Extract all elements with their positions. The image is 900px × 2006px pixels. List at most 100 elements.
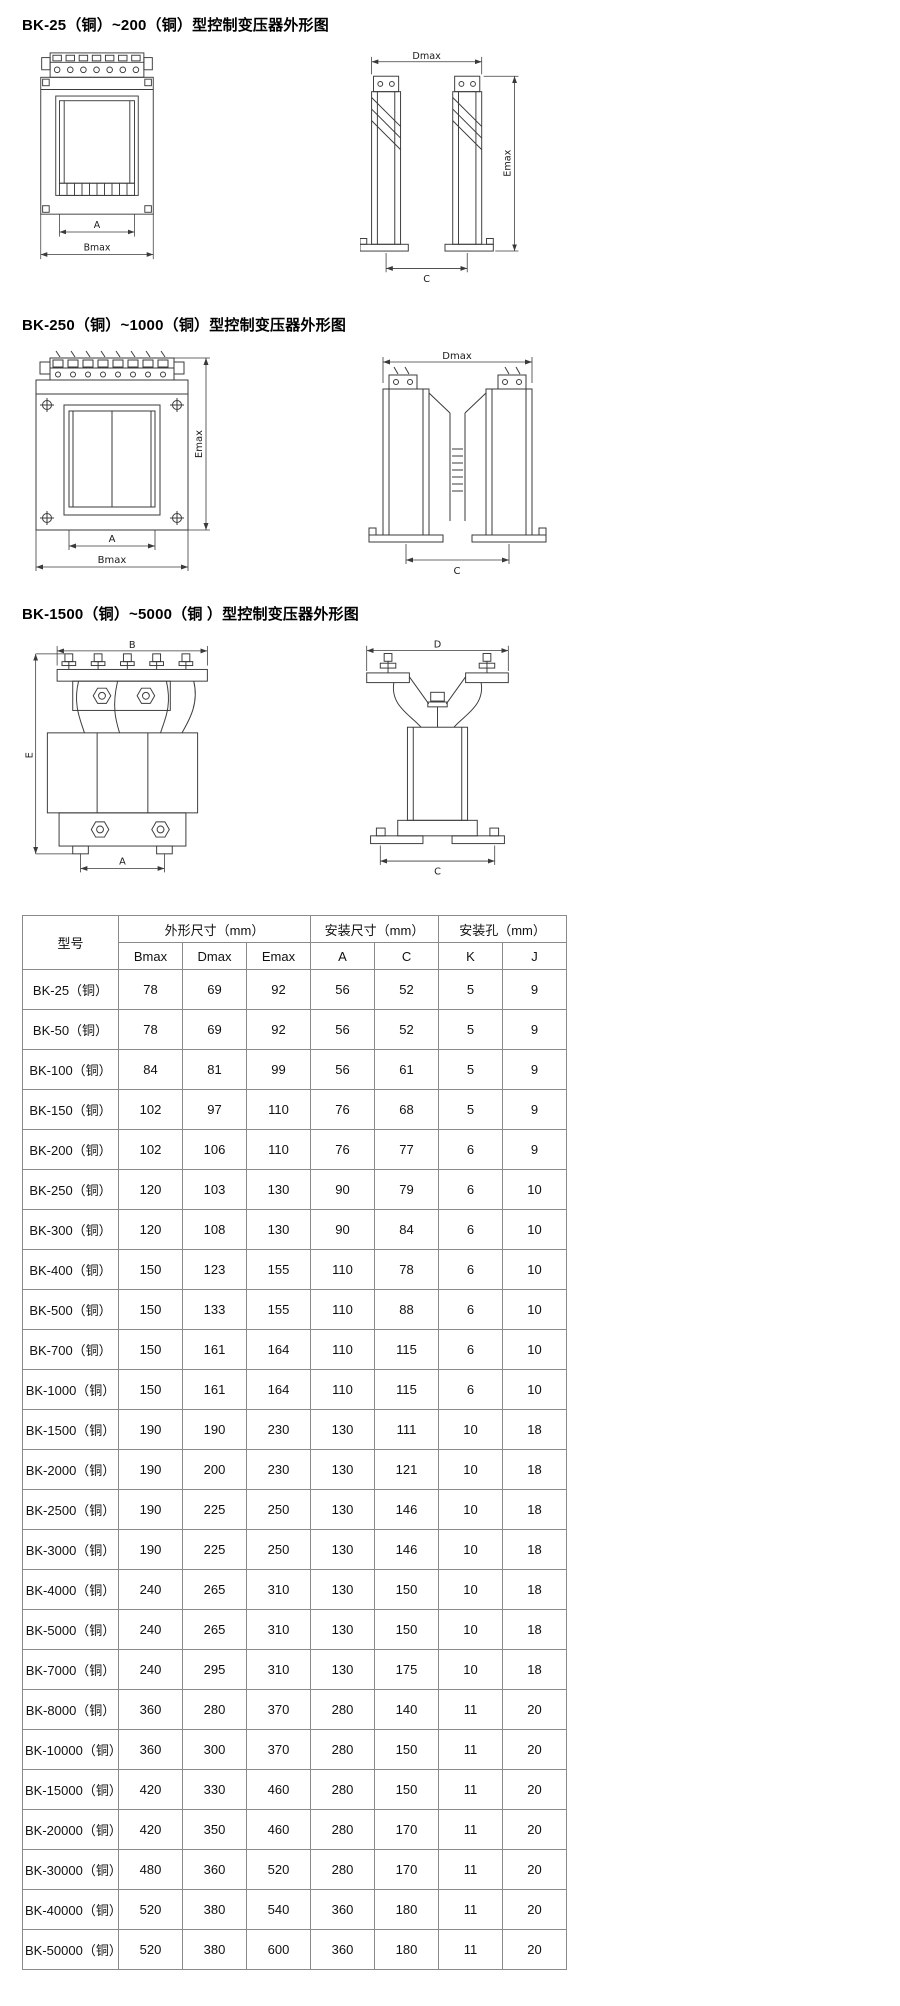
coil-body	[406, 726, 469, 821]
value-cell: 240	[118, 1569, 183, 1610]
terminal-bolts	[61, 653, 194, 670]
column-header-j: J	[502, 942, 568, 970]
model-cell: BK-700（铜）	[22, 1329, 119, 1370]
value-cell: 520	[246, 1849, 311, 1890]
value-cell: 10	[438, 1569, 504, 1610]
terminal-blocks	[373, 75, 481, 93]
value-cell: 9	[502, 1009, 568, 1050]
model-cell: BK-2500（铜）	[22, 1489, 119, 1530]
value-cell: 200	[182, 1449, 247, 1490]
value-cell: 360	[310, 1929, 375, 1970]
dim-label-e: E	[25, 752, 36, 758]
value-cell: 11	[438, 1809, 504, 1850]
value-cell: 6	[438, 1329, 504, 1370]
model-cell: BK-10000（铜）	[22, 1729, 122, 1770]
model-cell: BK-5000（铜）	[22, 1609, 119, 1650]
value-cell: 350	[182, 1809, 247, 1850]
value-cell: 6	[438, 1289, 504, 1330]
value-cell: 380	[182, 1889, 247, 1930]
value-cell: 360	[118, 1689, 183, 1730]
value-cell: 76	[310, 1129, 375, 1170]
value-cell: 121	[373, 1449, 440, 1490]
value-cell: 150	[118, 1249, 183, 1290]
value-cell: 146	[373, 1529, 440, 1570]
value-cell: 190	[118, 1409, 183, 1450]
value-cell: 175	[373, 1649, 440, 1690]
value-cell: 170	[373, 1849, 440, 1890]
value-cell: 11	[438, 1729, 504, 1770]
value-cell: 69	[182, 969, 247, 1010]
dimension-b: B	[56, 640, 208, 666]
model-cell: BK-4000（铜）	[22, 1569, 119, 1610]
model-cell: BK-8000（铜）	[22, 1689, 119, 1730]
value-cell: 240	[118, 1649, 183, 1690]
front-view-drawing-bk1500-5000: B	[25, 640, 208, 873]
value-cell: 190	[118, 1449, 183, 1490]
model-cell: BK-7000（铜）	[22, 1649, 119, 1690]
value-cell: 225	[182, 1529, 247, 1570]
lead-wires	[75, 681, 196, 734]
dimension-c: C	[385, 252, 468, 285]
value-cell: 90	[310, 1209, 375, 1250]
value-cell: 9	[502, 1089, 568, 1130]
value-cell: 11	[438, 1689, 504, 1730]
value-cell: 110	[246, 1089, 311, 1130]
terminal-wires	[55, 350, 166, 358]
value-cell: 115	[373, 1329, 440, 1370]
value-cell: 360	[310, 1889, 375, 1930]
value-cell: 155	[246, 1249, 311, 1290]
value-cell: 10	[502, 1249, 568, 1290]
dimension-a: A	[68, 530, 156, 550]
section-title-bk250-1000: BK-250（铜）~1000（铜）型控制变压器外形图	[22, 317, 347, 334]
dimension-dmax: Dmax	[371, 51, 483, 75]
core-limb	[428, 392, 487, 521]
value-cell: 280	[310, 1689, 375, 1730]
drawings-bk250-1000: A Bmax Emax	[22, 349, 880, 579]
model-cell: BK-1000（铜）	[22, 1369, 119, 1410]
value-cell: 9	[502, 1129, 568, 1170]
value-cell: 56	[310, 969, 375, 1010]
value-cell: 230	[246, 1449, 311, 1490]
value-cell: 88	[373, 1289, 440, 1330]
value-cell: 250	[246, 1489, 311, 1530]
value-cell: 18	[502, 1489, 568, 1530]
value-cell: 150	[373, 1609, 440, 1650]
value-cell: 150	[118, 1329, 183, 1370]
value-cell: 10	[438, 1409, 504, 1450]
column-header-c: C	[373, 942, 440, 970]
dim-label-bmax: Bmax	[84, 243, 111, 254]
model-cell: BK-500（铜）	[22, 1289, 119, 1330]
group-header-mounting-dimensions: 安装尺寸（mm）	[309, 915, 440, 943]
value-cell: 150	[118, 1289, 183, 1330]
value-cell: 52	[373, 1009, 440, 1050]
value-cell: 6	[438, 1209, 504, 1250]
dimension-e: E	[25, 653, 73, 855]
value-cell: 133	[182, 1289, 247, 1330]
value-cell: 90	[310, 1169, 375, 1210]
model-cell: BK-40000（铜）	[22, 1889, 122, 1930]
value-cell: 280	[310, 1769, 375, 1810]
model-cell: BK-50（铜）	[22, 1009, 119, 1050]
value-cell: 164	[246, 1369, 311, 1410]
terminal-block	[39, 357, 185, 381]
terminal-block	[41, 52, 153, 78]
column-header-dmax: Dmax	[182, 942, 247, 970]
value-cell: 115	[373, 1369, 440, 1410]
value-cell: 130	[310, 1649, 375, 1690]
transformer-body	[40, 76, 154, 215]
dim-label-a: A	[109, 534, 116, 545]
value-cell: 84	[118, 1049, 183, 1090]
value-cell: 11	[438, 1849, 504, 1890]
value-cell: 540	[246, 1889, 311, 1930]
value-cell: 10	[502, 1369, 568, 1410]
value-cell: 164	[246, 1329, 311, 1370]
terminal-bar	[56, 668, 208, 682]
value-cell: 56	[310, 1009, 375, 1050]
